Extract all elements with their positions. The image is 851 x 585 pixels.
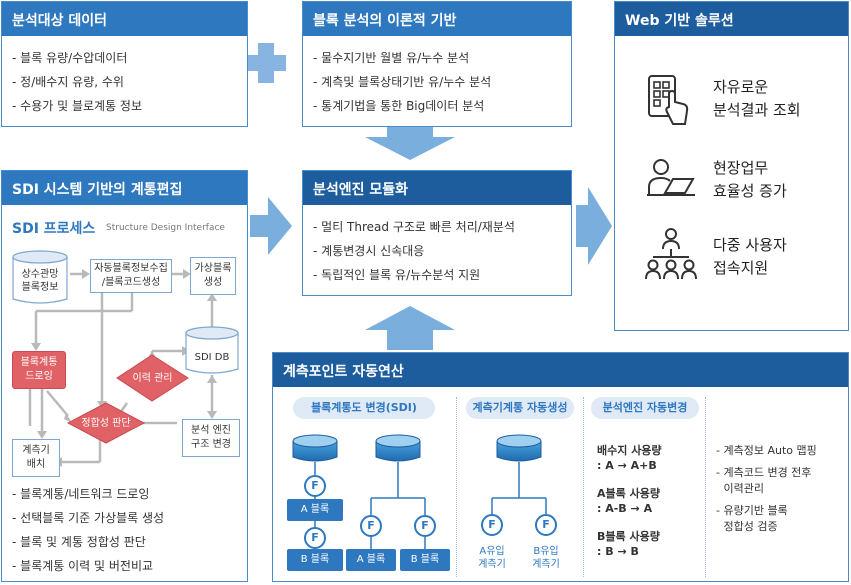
calc-block-b: B블록 사용량 : B → B — [597, 530, 660, 558]
metering-list: - 계측정보 Auto 맵핑 - 계측코드 변경 전후 이력관리 - 유량기반 … — [716, 443, 817, 535]
sdi-node-history: 이력 관리 — [132, 373, 173, 384]
list-item: - 계측코드 변경 전후 이력관리 — [716, 466, 812, 495]
list-item: 블록계통/네트워크 드로잉 — [12, 482, 164, 506]
tag-meter-auto: 계측기계통 자동생성 — [466, 397, 574, 419]
sdi-db-cylinder — [185, 326, 239, 374]
tank-icon — [292, 434, 338, 462]
list-item: - 유량기반 블록 정합성 검증 — [716, 504, 788, 533]
metering-title: 계측포인트 자동연산 — [273, 353, 848, 387]
metering-network — [292, 434, 547, 549]
sdi-process-subtitle: Structure Design Interface — [106, 223, 225, 233]
list-item: 계측및 블록상태기반 유/누수 분석 — [313, 70, 491, 94]
list-item: 멀티 Thread 구조로 빠른 처리/재분석 — [313, 215, 515, 239]
engine-panel: 분석엔진 모듈화 멀티 Thread 구조로 빠른 처리/재분석 계통변경시 신… — [302, 170, 572, 296]
list-item: 선택블록 기준 가상블록 생성 — [12, 506, 164, 530]
divider — [456, 397, 457, 577]
history-diamond — [116, 354, 189, 402]
plus-icon — [246, 43, 286, 83]
list-item: 정/배수지 유량, 수위 — [12, 70, 142, 94]
sdi-node-engine-change: 분석 엔진 구조 변경 — [182, 419, 240, 457]
sdi-node-meter-place: 계측기 배치 — [12, 439, 60, 477]
divider — [705, 397, 706, 577]
meter-a-label: A유입 계측기 — [478, 546, 506, 570]
down-arrow-icon — [365, 127, 455, 160]
block-b: B 블록 — [400, 549, 450, 571]
sdi-process-title: SDI 프로세스 — [12, 221, 96, 237]
block-b: B 블록 — [287, 549, 343, 571]
meter-b-label: B유입 계측기 — [532, 546, 560, 570]
web-panel: Web 기반 솔루션 자유로운 분석결과 조회 현장업무 효율성 증가 다중 — [614, 1, 849, 331]
consistency-diamond — [66, 402, 146, 444]
up-arrow-icon — [365, 306, 455, 350]
tag-sdi-change: 블록계통도 변경(SDI) — [293, 397, 435, 419]
sdi-node-water-db: 상수관망 블록정보 — [21, 269, 59, 293]
flow-meter-node: F — [414, 515, 436, 537]
list-item: 물수지기반 월별 유/누수 분석 — [313, 46, 491, 70]
metering-panel: 계측포인트 자동연산 블록계통도 변경(SDI) 계측기계통 자동생성 분석엔진… — [272, 352, 849, 582]
theory-title: 블록 분석의 이론적 기반 — [303, 2, 571, 36]
list-item: 블록 및 계통 정합성 판단 — [12, 530, 164, 554]
web-title: Web 기반 솔루션 — [615, 2, 848, 36]
sdi-node-auto-collect: 자동블록정보수집 /블록코드생성 — [90, 259, 172, 293]
list-item: 통계기법을 통한 Big데이터 분석 — [313, 94, 491, 118]
right-arrow-icon — [576, 187, 612, 265]
theory-panel: 블록 분석의 이론적 기반 물수지기반 월별 유/누수 분석 계측및 블록상태기… — [302, 1, 572, 127]
data-targets-title: 분석대상 데이터 — [2, 2, 247, 36]
flow-meter-node: F — [481, 514, 503, 536]
sdi-node-block-drawing: 블록계통 드로잉 — [12, 351, 66, 389]
tank-icon — [375, 434, 421, 462]
sdi-node-virtual-block: 가상블록 생성 — [190, 257, 236, 295]
theory-list: 물수지기반 월별 유/누수 분석 계측및 블록상태기반 유/누수 분석 통계기법… — [313, 46, 491, 118]
list-item: 계통변경시 신속대응 — [313, 239, 515, 263]
users-network-icon — [645, 228, 697, 280]
right-arrow-icon — [250, 197, 292, 255]
list-item: - 계측정보 Auto 맵핑 — [716, 444, 817, 457]
tablet-touch-icon — [648, 75, 689, 125]
flow-meter-node: F — [304, 527, 326, 549]
sdi-node-sdi-db: SDI DB — [194, 352, 230, 363]
list-item: 수용가 및 블로계통 정보 — [12, 94, 142, 118]
list-item: 블록계통 이력 및 버전비교 — [12, 554, 164, 578]
calc-reservoir: 배수지 사용량 : A → A+B — [597, 444, 662, 472]
sdi-list: 블록계통/네트워크 드로잉 선택블록 기준 가상블록 생성 블록 및 계통 정합… — [12, 482, 164, 578]
block-a: A 블록 — [287, 499, 343, 521]
water-db-cylinder — [12, 250, 68, 304]
flow-meter-node: F — [535, 514, 557, 536]
flow-meter-node: F — [360, 515, 382, 537]
tank-icon — [496, 434, 542, 462]
web-feature-multiuser: 다중 사용자 접속지원 — [713, 236, 787, 277]
list-item: 블록 유량/수압데이터 — [12, 46, 142, 70]
data-targets-list: 블록 유량/수압데이터 정/배수지 유량, 수위 수용가 및 블로계통 정보 — [12, 46, 142, 118]
engine-list: 멀티 Thread 구조로 빠른 처리/재분석 계통변경시 신속대응 독립적인 … — [313, 215, 515, 287]
sdi-panel: SDI 시스템 기반의 계통편집 SDI 프로세스 Structure Desi… — [1, 170, 248, 582]
divider — [583, 397, 584, 577]
list-item: 독립적인 블록 유/뉴수분석 지원 — [313, 263, 515, 287]
web-feature-efficiency: 현장업무 효율성 증가 — [713, 159, 787, 200]
sdi-title: SDI 시스템 기반의 계통편집 — [2, 171, 247, 205]
data-targets-panel: 분석대상 데이터 블록 유량/수압데이터 정/배수지 유량, 수위 수용가 및 … — [1, 1, 248, 127]
block-a: A 블록 — [346, 549, 396, 571]
flow-meter-node: F — [304, 475, 326, 497]
tag-engine-auto: 분석엔진 자동변경 — [591, 397, 699, 419]
worker-laptop-icon — [647, 159, 695, 196]
web-feature-view: 자유로운 분석결과 조회 — [713, 78, 801, 119]
engine-title: 분석엔진 모듈화 — [303, 171, 571, 205]
calc-block-a: A블록 사용량 : A-B → A — [597, 487, 660, 515]
sdi-node-consistency: 정합성 판단 — [81, 418, 131, 429]
